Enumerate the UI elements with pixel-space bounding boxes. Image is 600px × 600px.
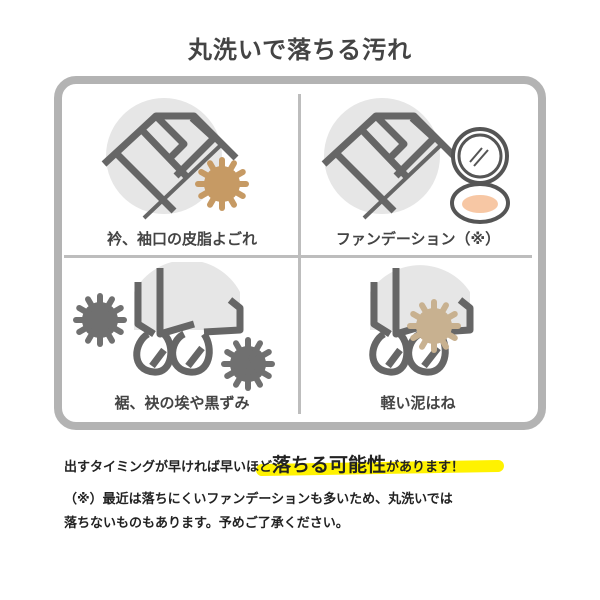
stain-label: 衿、袖口の皮脂よごれ bbox=[106, 230, 257, 248]
stain-label: ファンデーション（※） bbox=[335, 230, 501, 248]
stain-label: 裾、袂の埃や黒ずみ bbox=[114, 394, 250, 412]
grid-divider-vertical bbox=[298, 94, 301, 414]
message-suffix: があります！ bbox=[386, 460, 465, 475]
stain-label: 軽い泥はね bbox=[380, 394, 456, 412]
message-prefix: 出すタイミングが早ければ早いほど bbox=[64, 460, 273, 475]
stain-cell-hem-dust: 裾、袂の埃や黒ずみ bbox=[64, 262, 300, 432]
collar-with-compact-foundation-icon bbox=[321, 98, 510, 224]
stain-cell-foundation: ファンデーション（※） bbox=[300, 86, 536, 256]
timing-message: 出すタイミングが早ければ早いほど落ちる可能性があります！ bbox=[64, 450, 505, 477]
collar-with-sebum-stain-icon bbox=[101, 98, 249, 220]
message-emphasis: 落ちる可能性 bbox=[272, 454, 387, 476]
page-title: 丸洗いで落ちる汚れ bbox=[187, 36, 413, 64]
footnote-line-1: （※）最近は落ちにくいファンデーションも多いため、丸洗いでは bbox=[64, 492, 453, 507]
footnote-line-2: 落ちないものもあります。予めご了承ください。 bbox=[64, 516, 349, 531]
hem-with-mud-splash-icon bbox=[369, 265, 474, 376]
grid-divider-horizontal bbox=[64, 255, 532, 258]
stain-cell-collar: 衿、袖口の皮脂よごれ bbox=[64, 86, 300, 256]
stain-cell-mud-splash: 軽い泥はね bbox=[300, 262, 536, 432]
hem-with-dust-icon bbox=[73, 262, 275, 391]
